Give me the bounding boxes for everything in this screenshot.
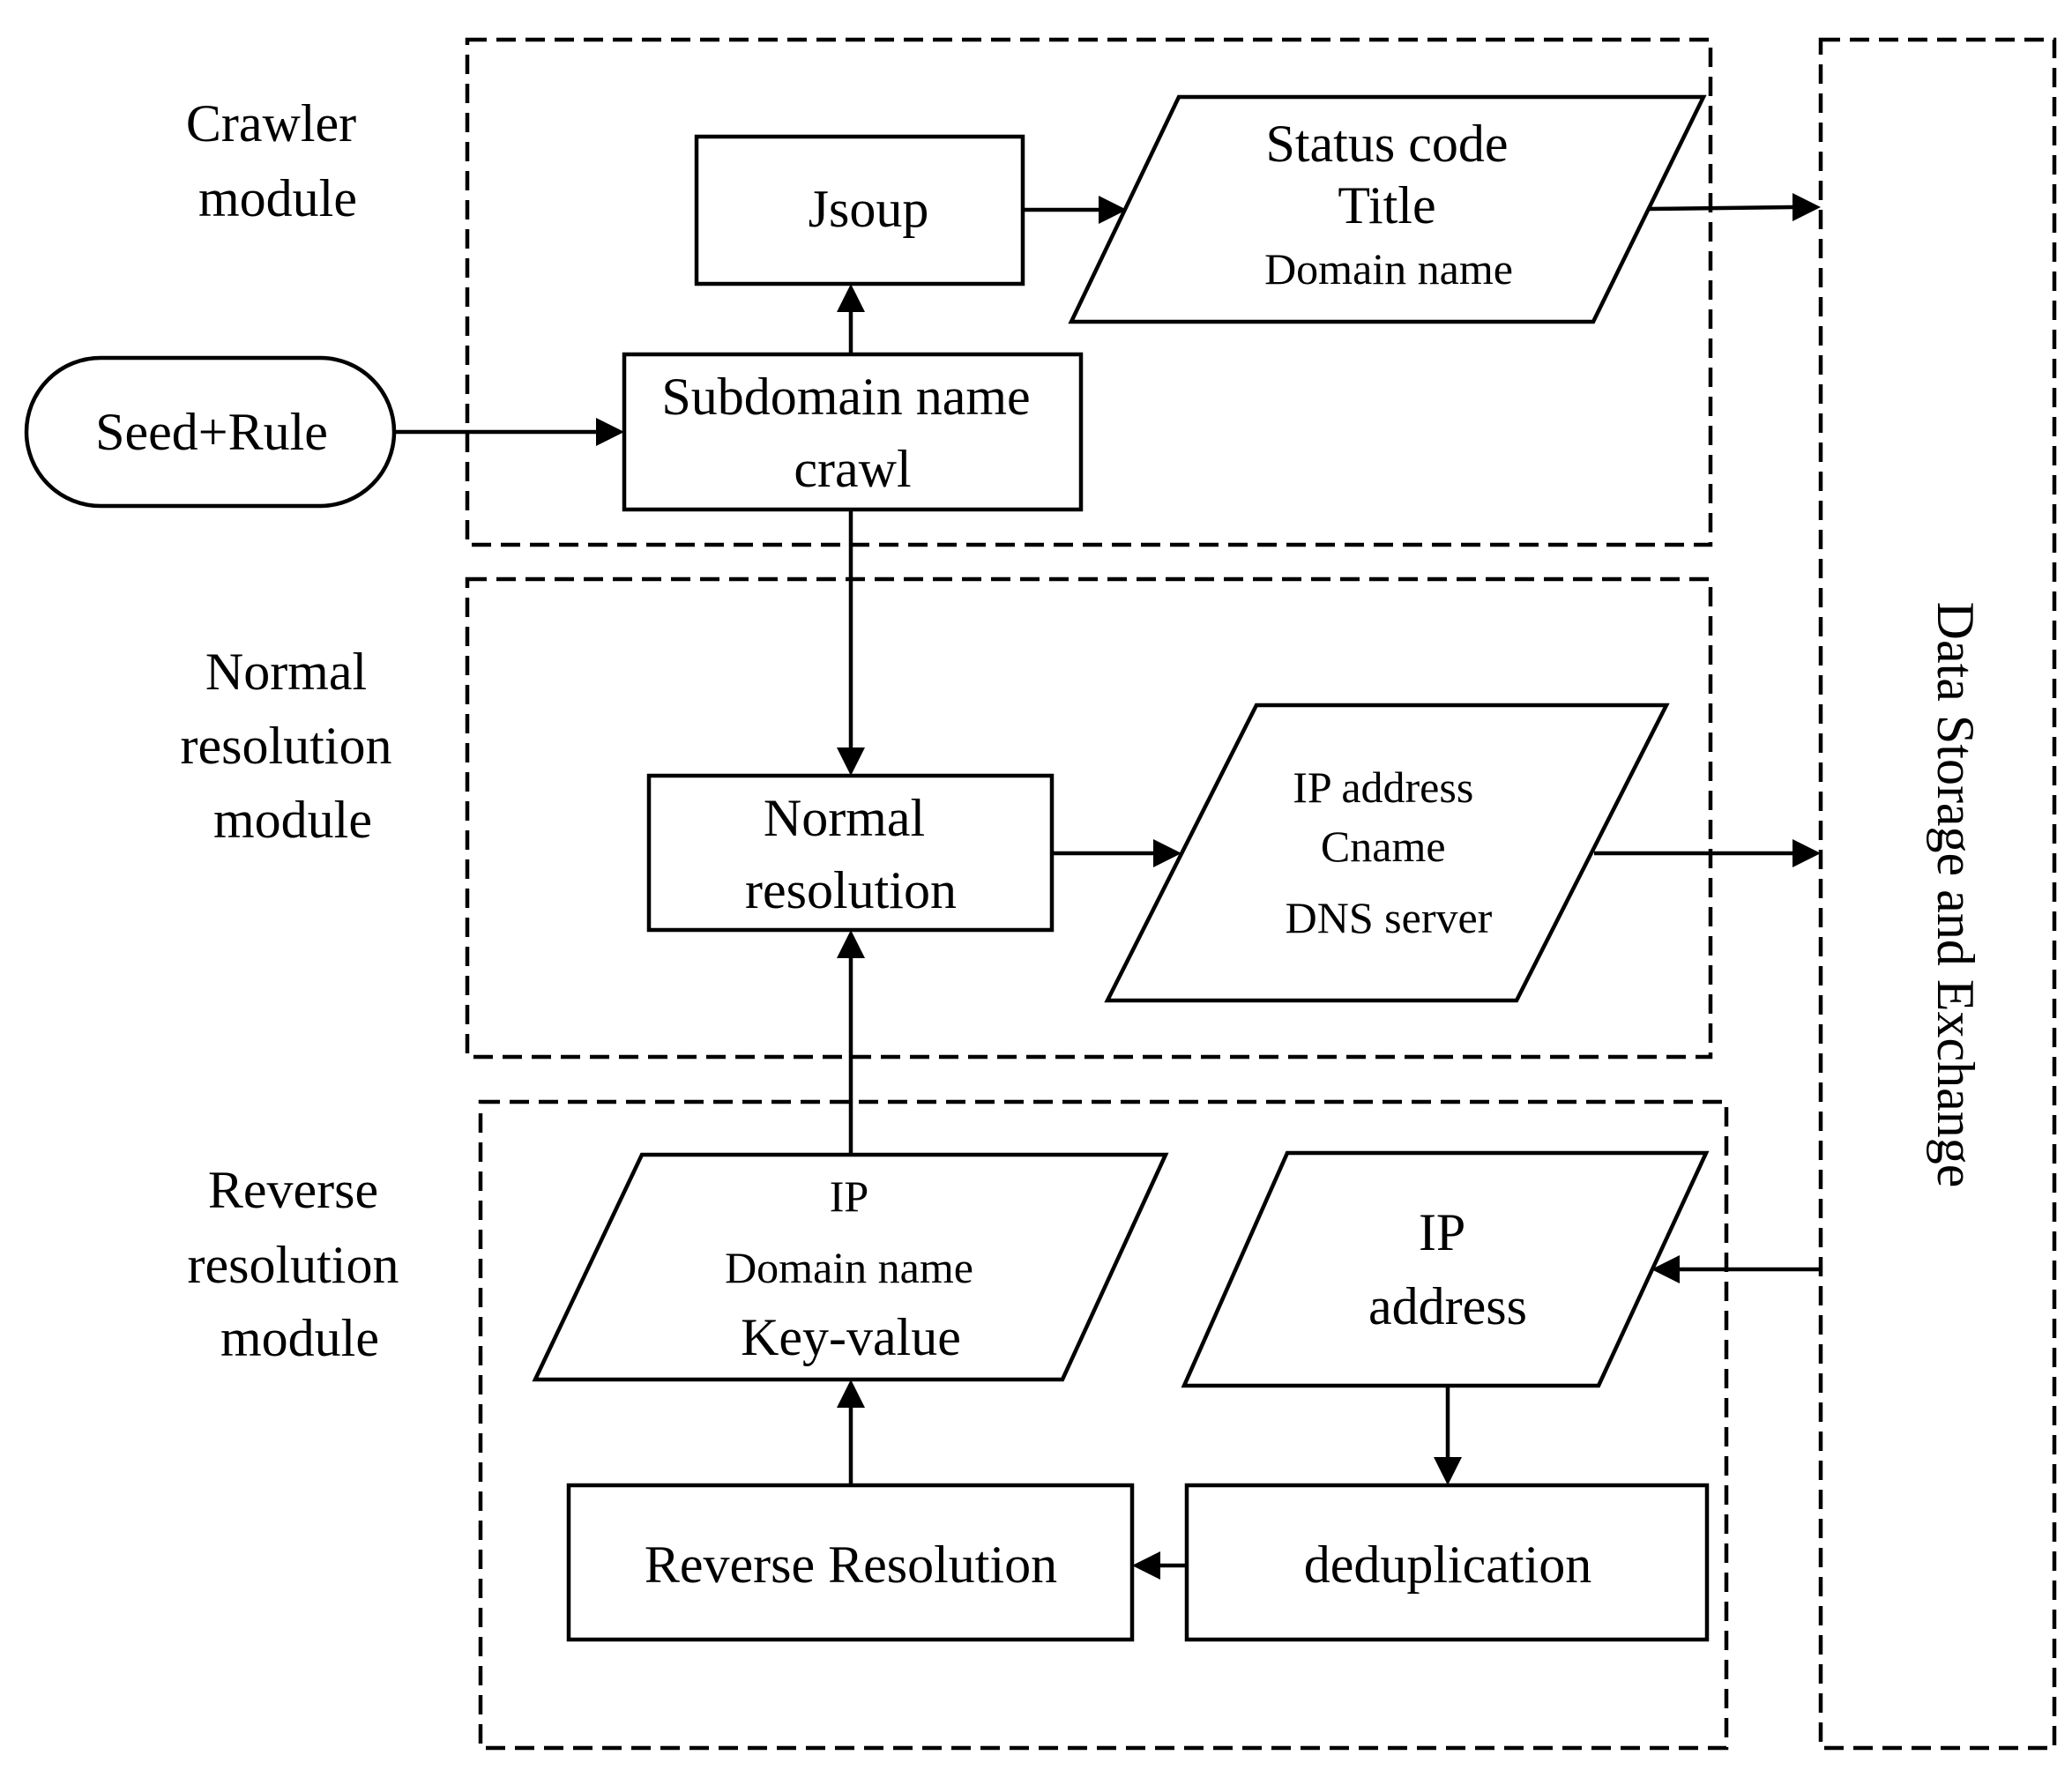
normal-resolution-node: Normal resolution	[646, 773, 1055, 933]
crawl-output-node: Status code Title Domain name	[1068, 94, 1707, 324]
arrowhead	[1132, 1551, 1160, 1580]
jsoup-label: Jsoup	[809, 180, 929, 238]
arrowhead	[837, 1380, 865, 1408]
normal-resolution-label: Normal resolution	[745, 789, 957, 919]
arrowhead	[1434, 1457, 1462, 1485]
arrowhead	[837, 747, 865, 776]
arrowhead	[1793, 839, 1821, 867]
reverse-resolution-label: Reverse Resolution	[645, 1536, 1057, 1594]
reverse-output-node: IP Domain name Key-value	[532, 1152, 1169, 1382]
crawl-output-label: Status code Title Domain name	[1264, 115, 1513, 294]
deduplication-node: deduplication	[1184, 1483, 1710, 1642]
subdomain-crawl-node: Subdomain name crawl	[622, 352, 1084, 512]
arrowhead	[1099, 196, 1127, 224]
reverse-output-label: IP Domain name Key-value	[725, 1171, 977, 1366]
seed-rule-node: Seed+Rule	[24, 355, 397, 509]
arrowhead	[1153, 839, 1181, 867]
arrowhead	[596, 418, 624, 446]
normal-output-label: IP address Cname DNS server	[1286, 762, 1493, 942]
arrowhead	[1793, 193, 1821, 221]
deduplication-label: deduplication	[1304, 1536, 1592, 1594]
ip-address-node: IP address	[1181, 1150, 1710, 1388]
arrowhead	[837, 930, 865, 958]
edge-crawl-output-to-storage	[1648, 205, 1796, 212]
ip-address-label: IP address	[1368, 1203, 1527, 1335]
edges	[394, 193, 1821, 1580]
jsoup-node: Jsoup	[694, 134, 1025, 286]
crawler-module-frame	[465, 37, 1713, 547]
subdomain-crawl-label: Subdomain name crawl	[661, 368, 1043, 498]
seed-rule-label: Seed+Rule	[95, 403, 328, 461]
arrowhead	[837, 284, 865, 312]
normal-resolution-module-frame	[465, 576, 1713, 1060]
reverse-resolution-node: Reverse Resolution	[566, 1483, 1135, 1642]
data-storage-frame	[1818, 37, 2057, 1751]
reverse-resolution-module-label: Reverse resolution module	[188, 1161, 413, 1367]
reverse-resolution-module-frame	[478, 1099, 1729, 1751]
arrowhead	[1651, 1255, 1680, 1283]
crawler-module-label: Crawler module	[186, 94, 369, 227]
normal-output-node: IP address Cname DNS server	[1104, 703, 1670, 1003]
normal-resolution-module-label: Normal resolution module	[181, 643, 406, 849]
data-storage-label: Data Storage and Exchange	[1927, 602, 1985, 1188]
